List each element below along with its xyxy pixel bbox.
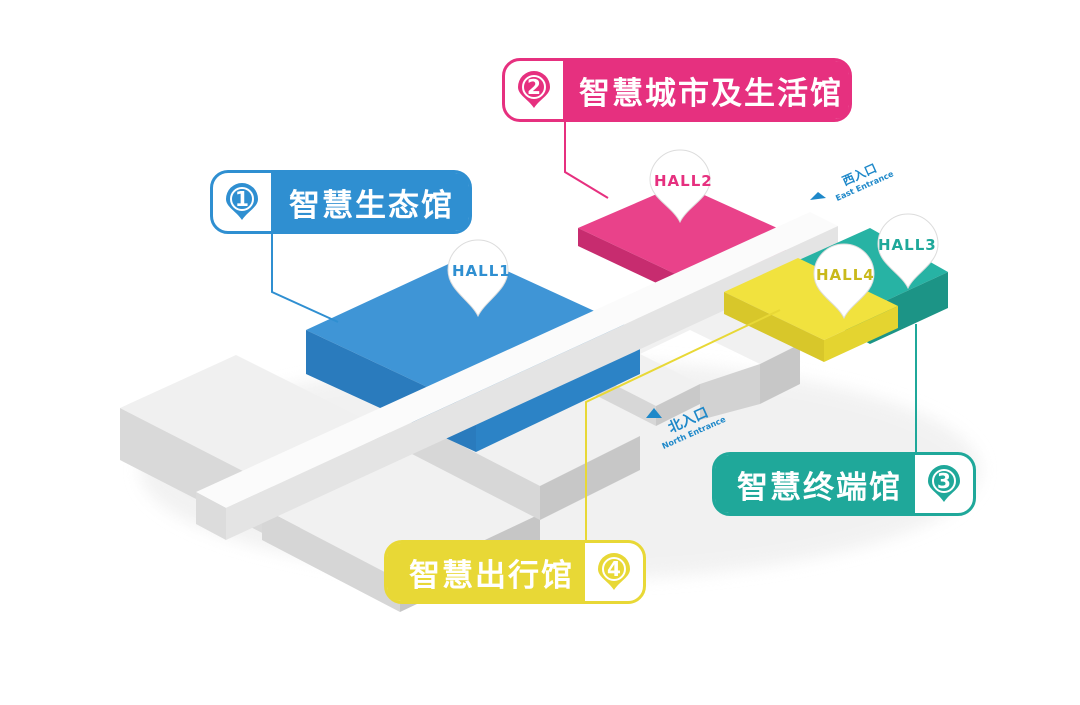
location-pin-icon: [518, 71, 550, 108]
hall3-pin-label: HALL3: [878, 236, 937, 254]
location-pin-icon: [928, 465, 960, 502]
leader-line-hall2: [564, 112, 609, 199]
hall1-number-badge: 1: [213, 173, 271, 231]
hall2-callout[interactable]: 2 智慧城市及生活馆: [502, 58, 852, 122]
map-pin-hall2[interactable]: [649, 149, 711, 224]
leader-line-hall1: [271, 222, 339, 323]
hall2-number-badge: 2: [505, 61, 563, 119]
hall4-number: 4: [607, 557, 621, 581]
east-entrance-arrow: [810, 192, 826, 200]
hall1-pin-label: HALL1: [452, 262, 511, 280]
corridor: [196, 212, 838, 540]
leader-line-hall4: [585, 309, 781, 556]
hall4-block: [724, 258, 898, 362]
hall3-number-badge: 3: [915, 455, 973, 513]
hall4-number-badge: 4: [585, 543, 643, 601]
hall3-title: 智慧终端馆: [715, 455, 915, 513]
map-pin-hall4[interactable]: [813, 243, 875, 320]
hall1-number: 1: [235, 187, 249, 211]
hall2-pin-label: HALL2: [654, 172, 713, 190]
hall4-callout[interactable]: 智慧出行馆 4: [384, 540, 646, 604]
hall1-callout[interactable]: 1 智慧生态馆: [210, 170, 472, 234]
hall4-title: 智慧出行馆: [387, 543, 585, 601]
hall3-callout[interactable]: 智慧终端馆 3: [712, 452, 976, 516]
hall4-pin-label: HALL4: [816, 266, 875, 284]
hall1-title: 智慧生态馆: [271, 173, 469, 231]
hall2-number: 2: [527, 75, 541, 99]
location-pin-icon: [598, 553, 630, 590]
hall3-number: 3: [937, 469, 951, 493]
north-entrance-arrow: [646, 408, 662, 418]
map-pin-hall1[interactable]: [447, 239, 509, 318]
hall2-title: 智慧城市及生活馆: [563, 61, 849, 119]
map-pin-hall3[interactable]: [877, 213, 939, 290]
location-pin-icon: [226, 183, 258, 220]
